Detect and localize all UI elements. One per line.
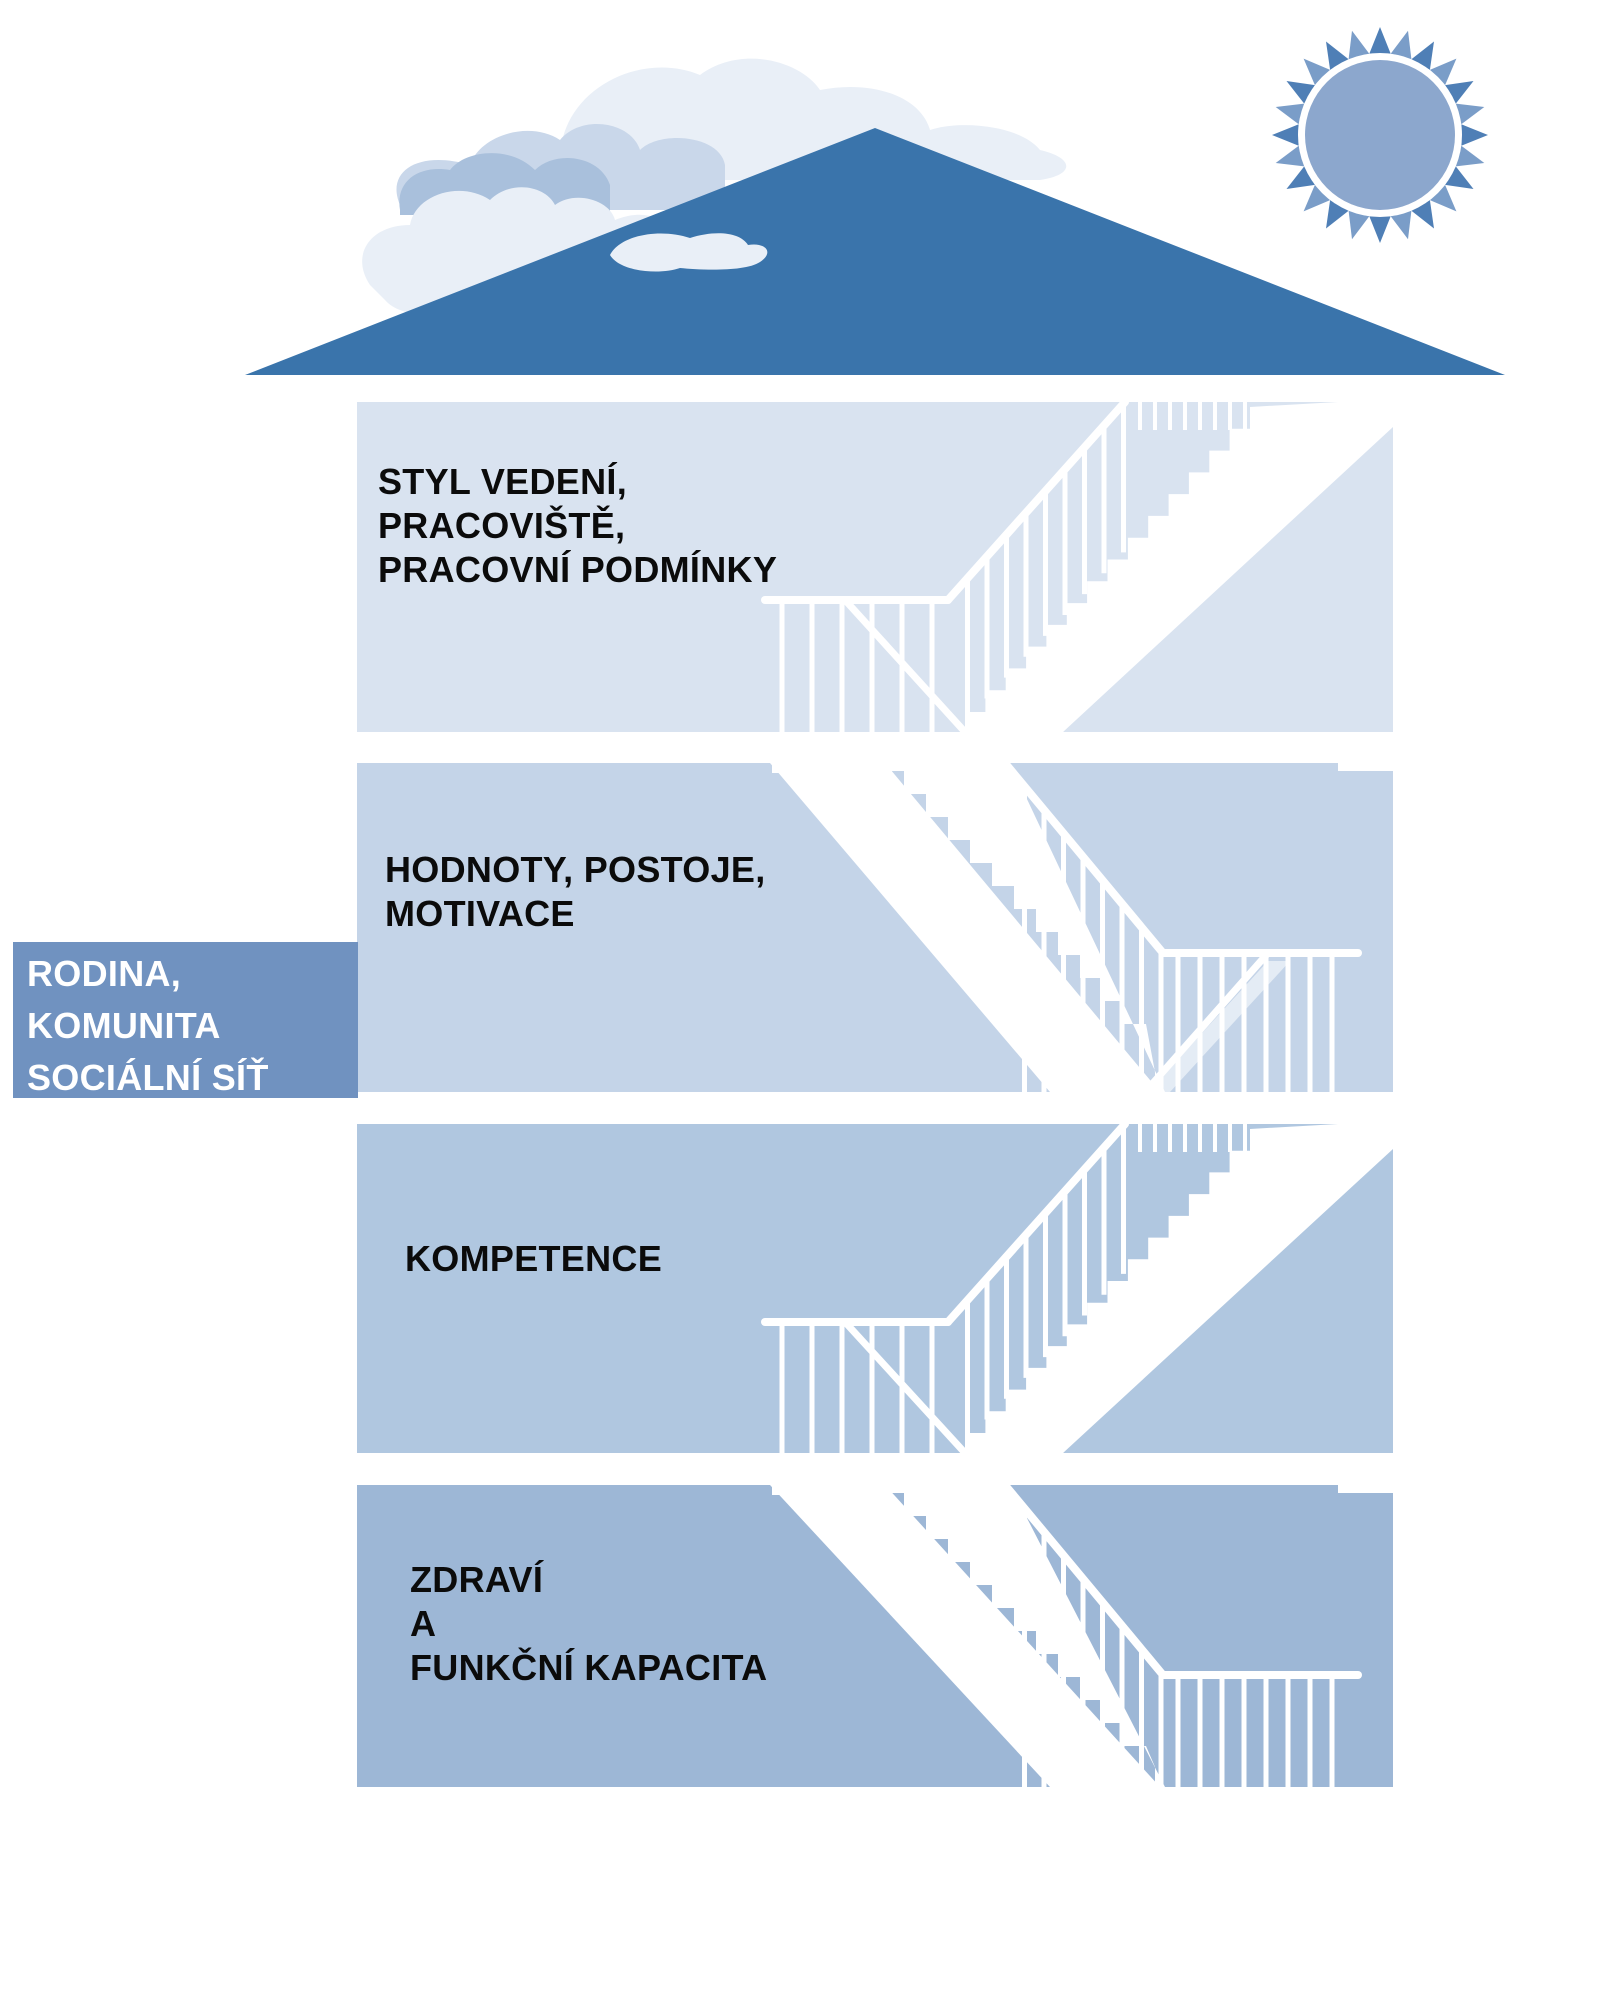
sun-ray (1411, 200, 1434, 229)
sun-ray (1461, 124, 1488, 146)
sun-ray (1445, 166, 1474, 189)
floor-label-line: ZDRAVÍ (410, 1559, 544, 1600)
sun-ray (1272, 124, 1299, 146)
sun-ray (1275, 103, 1305, 125)
sun-ray (1369, 27, 1391, 54)
sun-ray (1390, 210, 1412, 240)
staircase-icon (770, 759, 1393, 1096)
sun-ray (1455, 103, 1485, 125)
stair-opening (1338, 1485, 1393, 1493)
floor-2 (357, 1120, 1393, 1457)
stair-opening (772, 763, 892, 773)
sun-ray (1286, 81, 1315, 104)
stair-rail (944, 1120, 1129, 1326)
sun-icon (1272, 27, 1488, 243)
sun-ray (1369, 216, 1391, 243)
sun-ray (1303, 184, 1331, 212)
sun-ray (1445, 81, 1474, 104)
sun-ray (1348, 210, 1370, 240)
sun-ray (1326, 200, 1349, 229)
side-label: RODINA, KOMUNITA SOCIÁLNÍ SÍŤ (27, 948, 269, 1104)
sun-ray (1326, 41, 1349, 70)
sun-ray (1411, 41, 1434, 70)
staircase-icon (761, 398, 1393, 736)
floor-label-line: STYL VEDENÍ, (378, 461, 627, 502)
sun-ray (1303, 58, 1331, 86)
floor-4-label: STYL VEDENÍ, PRACOVIŠTĚ, PRACOVNÍ PODMÍN… (378, 460, 777, 592)
floor-3-label: HODNOTY, POSTOJE, MOTIVACE (385, 848, 766, 936)
stair-rail (944, 398, 1129, 604)
roof-icon (245, 128, 1505, 375)
cloud-icon (610, 233, 768, 272)
floor-label-line: PRACOVNÍ PODMÍNKY (378, 549, 778, 590)
sun-ray (1429, 58, 1457, 86)
sun-ray (1286, 166, 1315, 189)
sun-ray (1455, 145, 1485, 167)
floor-label-line: KOMPETENCE (405, 1238, 663, 1279)
sun-ray (1390, 30, 1412, 60)
sun-ray (1275, 145, 1305, 167)
floors (357, 398, 1393, 1787)
floor-4 (357, 398, 1393, 736)
floor-1-label: ZDRAVÍ A FUNKČNÍ KAPACITA (410, 1558, 767, 1690)
floor-label-line: A (410, 1603, 437, 1644)
floor-label-line: HODNOTY, POSTOJE, (385, 849, 766, 890)
stair-rail-lower (841, 1318, 969, 1457)
floor-label-line: FUNKČNÍ KAPACITA (410, 1647, 768, 1688)
side-label-line: SOCIÁLNÍ SÍŤ (27, 1057, 269, 1098)
stair-steps (965, 1124, 1338, 1453)
side-panel: RODINA, KOMUNITA SOCIÁLNÍ SÍŤ (13, 942, 358, 1098)
sun-ray (1348, 30, 1370, 60)
stair-opening (772, 1485, 892, 1495)
stair-rail-upper (1141, 949, 1272, 1096)
floor-1 (357, 1481, 1393, 1787)
stair-band-upper (1148, 961, 1290, 1092)
floor-2-label: KOMPETENCE (405, 1237, 662, 1281)
floor-label-line: PRACOVIŠTĚ, (378, 505, 626, 546)
sun-ray (1429, 184, 1457, 212)
side-label-line: KOMUNITA (27, 1005, 221, 1046)
stair-steps (882, 1485, 1165, 1787)
staircase-icon (761, 1120, 1393, 1457)
floor-label-line: MOTIVACE (385, 893, 575, 934)
stair-opening (1338, 763, 1393, 771)
stair-steps (965, 402, 1338, 732)
stair-rail-lower (841, 596, 969, 736)
side-label-line: RODINA, (27, 953, 182, 994)
staircase-icon (770, 1481, 1393, 1787)
floor-3 (357, 759, 1393, 1096)
